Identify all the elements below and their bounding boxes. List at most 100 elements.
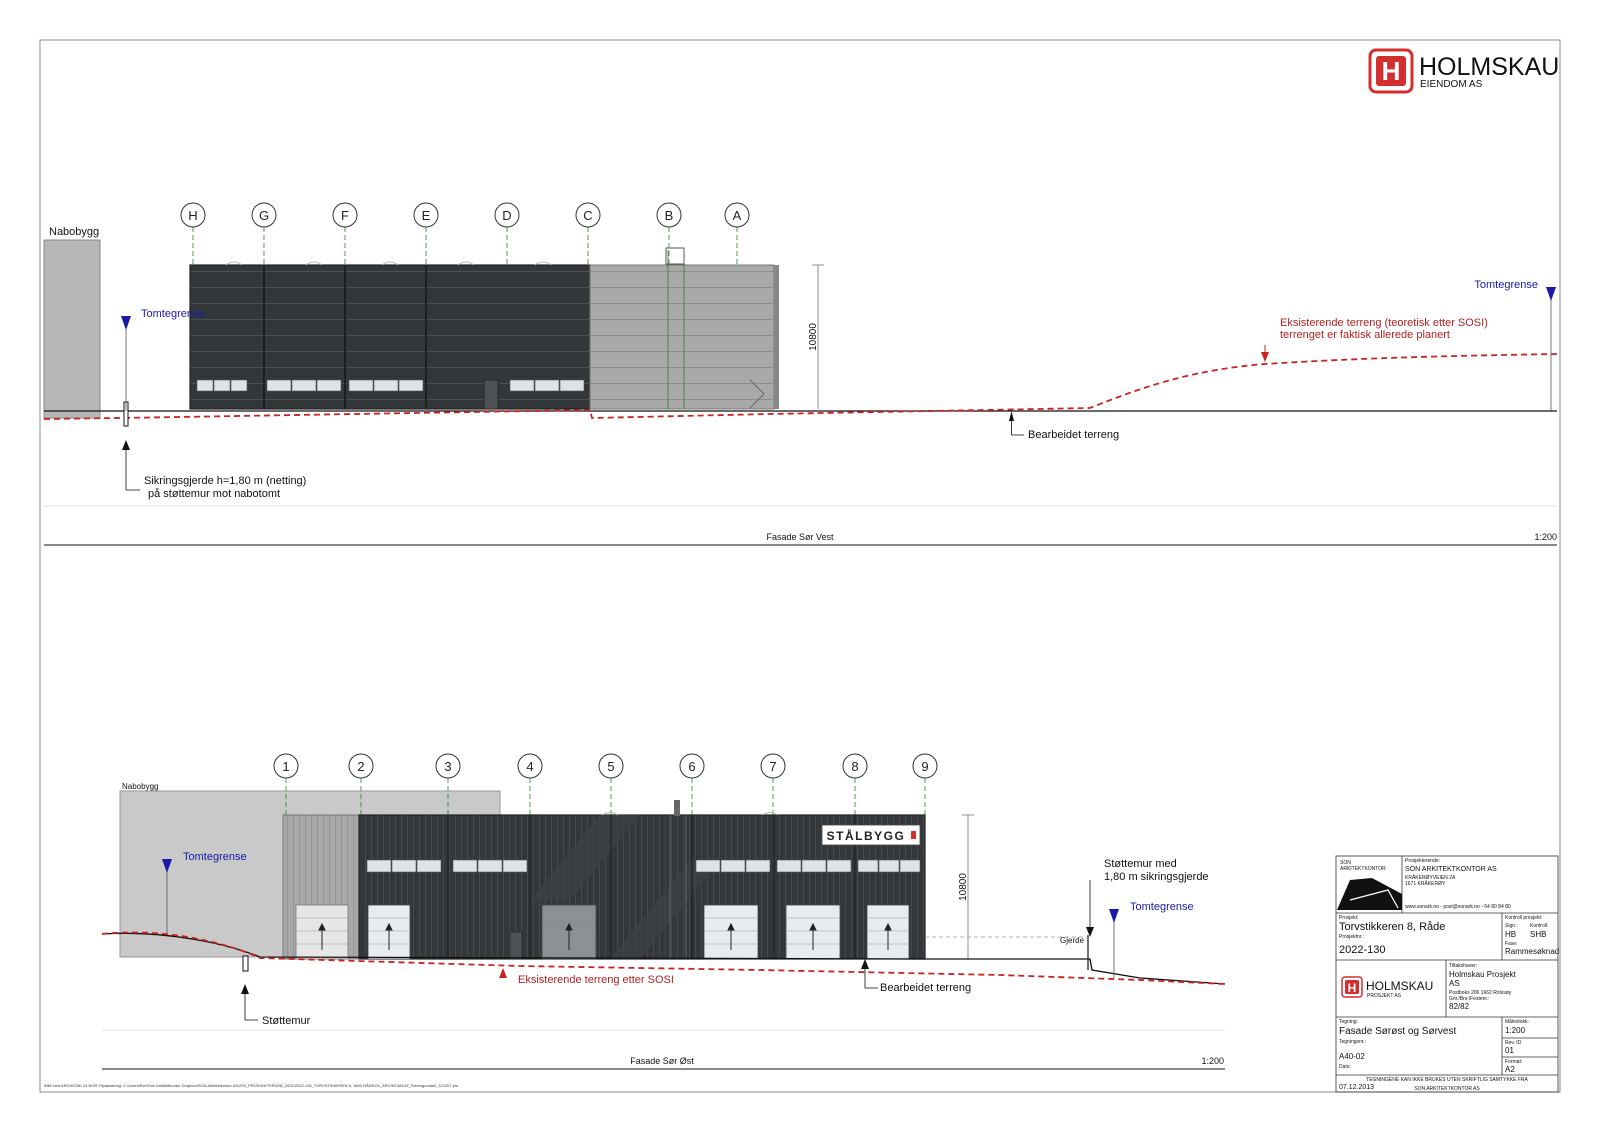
svg-text:H: H [1382, 56, 1401, 86]
roof-ladder [667, 250, 685, 409]
elevation-scale-top: 1:200 [1534, 532, 1557, 542]
grid-bubble [348, 753, 374, 779]
svg-text:07.12.2013: 07.12.2013 [1339, 1084, 1374, 1091]
fence-label: Sikringsgjerde h=1,80 m (netting) [144, 475, 306, 487]
svg-text:ARKITEKTKONTOR: ARKITEKTKONTOR [1340, 866, 1386, 872]
wall-label: Støttemur med [1104, 858, 1177, 870]
holmskau-logo: H HOLMSKAU EIENDOM AS [1368, 48, 1559, 94]
existing-terrain-line-bottom [101, 931, 1226, 985]
boundary-marker-left-bottom: Tomtegrense [162, 851, 247, 934]
sheet-frame [39, 39, 1561, 1093]
grid-bubble [679, 753, 705, 779]
svg-text:Format:: Format: [1505, 1059, 1522, 1065]
grid-bubble [912, 753, 938, 779]
svg-text:Fase:: Fase: [1505, 941, 1518, 947]
garage-doors [295, 904, 910, 960]
svg-text:Tomtegrense: Tomtegrense [183, 851, 247, 863]
project-name: Torvstikkeren 8, Råde [1339, 921, 1445, 933]
svg-text:Postboks 206 1662 Rolvsøy: Postboks 206 1662 Rolvsøy [1449, 990, 1512, 996]
grid-bubble [517, 753, 543, 779]
grid-bubble [842, 753, 868, 779]
svg-text:Tomtegrense: Tomtegrense [1130, 901, 1194, 913]
svg-text:Prosjektnr.:: Prosjektnr.: [1339, 934, 1364, 940]
logo-name: HOLMSKAU [1419, 53, 1559, 81]
svg-text:Kontroll:: Kontroll: [1530, 923, 1548, 929]
svg-text:Prosjekt:: Prosjekt: [1339, 915, 1358, 921]
grid-bubble [724, 202, 750, 228]
grid-label: 3 [444, 759, 451, 774]
grid-label: 7 [769, 759, 776, 774]
building-light-volume [589, 264, 775, 410]
door-top [483, 379, 499, 410]
svg-text:Holmskau Prosjekt: Holmskau Prosjekt [1449, 970, 1516, 979]
boundary-marker-right-bottom: Tomtegrense [1109, 901, 1194, 978]
svg-text:Kontroll prosjekt:: Kontroll prosjekt: [1505, 915, 1542, 921]
grid-bubble [413, 202, 439, 228]
grid-bubble [435, 753, 461, 779]
fence-label-bottom: Gjerde [1060, 936, 1085, 945]
svg-text:Dato:: Dato: [1339, 1064, 1351, 1070]
svg-text:AS: AS [1449, 979, 1460, 988]
processed-terrain-label-bottom: Bearbeidet terreng [880, 982, 971, 994]
grid-bubble [598, 753, 624, 779]
svg-text:HOLMSKAU: HOLMSKAU [1366, 979, 1433, 993]
neighbor-label: Nabobygg [49, 226, 99, 238]
grid-label: 9 [921, 759, 928, 774]
grid-bubble [332, 202, 358, 228]
grid-label: 4 [526, 759, 533, 774]
height-dimension-label: 10800 [808, 323, 819, 351]
retaining-wall-label: Støttemur [262, 1015, 311, 1027]
neighbor-building [43, 239, 101, 419]
elevation-title-bottom: Fasade Sør Øst [630, 1056, 694, 1066]
grid-bubble [273, 753, 299, 779]
grid-label: 1 [282, 759, 289, 774]
svg-text:SON ARKITEKTKONTOR AS: SON ARKITEKTKONTOR AS [1414, 1086, 1480, 1092]
grid-bubble [656, 202, 682, 228]
svg-text:terrenget er faktisk allerede: terrenget er faktisk allerede planert [1280, 329, 1450, 341]
svg-text:Nabobygg: Nabobygg [122, 782, 158, 791]
existing-terrain-label-bottom: Eksisterende terreng etter SOSI [518, 974, 674, 986]
svg-text:KRÅKERØYVEIEN 2A: KRÅKERØYVEIEN 2A [1405, 874, 1456, 881]
grid-label: B [665, 208, 674, 223]
project-number: 2022-130 [1339, 944, 1386, 956]
client-logo: H HOLMSKAU PROSJEKT AS [1341, 976, 1433, 999]
svg-text:A40-02: A40-02 [1339, 1052, 1365, 1061]
grid-label: 8 [851, 759, 858, 774]
window-bands-bottom [366, 859, 921, 873]
svg-text:PROSJEKT AS: PROSJEKT AS [1367, 993, 1402, 999]
grid-label: F [341, 208, 349, 223]
svg-text:H: H [1348, 981, 1357, 995]
svg-text:STÅLBYGG: STÅLBYGG [827, 828, 906, 843]
boundary-marker-left: Tomtegrense [121, 308, 205, 411]
svg-text:Rev. ID: Rev. ID [1505, 1040, 1522, 1046]
elevation-title-top: Fasade Sør Vest [766, 532, 834, 542]
svg-text:Tegning:: Tegning: [1339, 1019, 1358, 1025]
svg-text:TEGNINGENE KAN IKKE BRUKES UTE: TEGNINGENE KAN IKKE BRUKES UTEN SKRIFTLI… [1366, 1077, 1528, 1083]
grid-bubble [251, 202, 277, 228]
svg-text:82/82: 82/82 [1449, 1002, 1470, 1011]
svg-text:10800: 10800 [958, 873, 969, 901]
grid-label: 6 [688, 759, 695, 774]
svg-text:Sign.:: Sign.: [1505, 923, 1518, 929]
svg-text:SHB: SHB [1530, 930, 1546, 939]
elevation-scale-bottom: 1:200 [1201, 1056, 1224, 1066]
svg-text:SON ARKITEKTKONTOR AS: SON ARKITEKTKONTOR AS [1405, 866, 1497, 873]
svg-text:på støttemur mot nabotomt: på støttemur mot nabotomt [148, 488, 280, 500]
grid-bubble [760, 753, 786, 779]
svg-text:Tiltakshaver:: Tiltakshaver: [1449, 963, 1477, 969]
firm-logo-icon [1337, 878, 1402, 910]
svg-text:Prosjekterende:: Prosjekterende: [1405, 858, 1440, 864]
grid-label: C [583, 208, 592, 223]
grid-label: 5 [607, 759, 614, 774]
logo-sub: EIENDOM AS [1420, 79, 1483, 90]
grid-label: G [259, 208, 269, 223]
existing-terrain-label: Eksisterende terreng (teoretisk etter SO… [1280, 317, 1488, 329]
existing-terrain-line [43, 353, 1558, 420]
grid-label: H [188, 208, 197, 223]
title-block: SON ARKITEKTKONTOR Prosjekterende: SON A… [1335, 855, 1559, 1093]
window-bands-top [196, 379, 585, 392]
drawing-title: Fasade Sørøst og Sørvest [1339, 1026, 1456, 1037]
svg-text:1,80 m sikringsgjerde: 1,80 m sikringsgjerde [1104, 871, 1209, 883]
grid-label: E [422, 208, 431, 223]
